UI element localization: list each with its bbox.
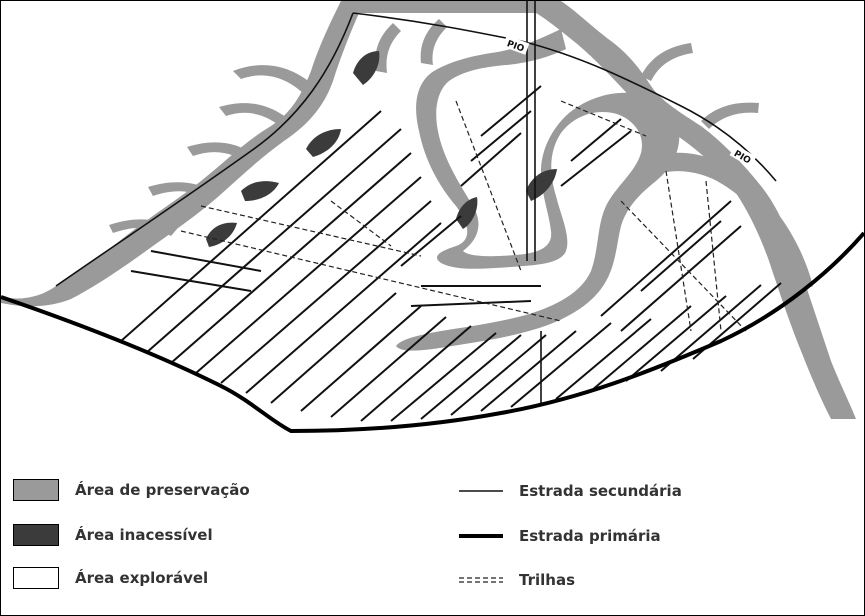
trail-symbol xyxy=(459,575,503,585)
strip-lines xyxy=(120,85,782,422)
legend-inaccessible: Área inacessível xyxy=(13,524,213,546)
explorable-swatch xyxy=(13,567,59,589)
legend-preservation: Área de preservação xyxy=(13,479,250,501)
legend-explorable-label: Área explorável xyxy=(75,569,209,587)
legend-secondary-road-label: Estrada secundária xyxy=(519,482,682,500)
legend-inaccessible-label: Área inacessível xyxy=(75,526,213,544)
inaccessible-patches xyxy=(206,51,557,247)
preservation-meander xyxy=(396,29,680,351)
legend-secondary-road: Estrada secundária xyxy=(459,482,682,500)
legend-trails: Trilhas xyxy=(459,571,575,589)
preservation-swatch xyxy=(13,479,59,501)
trail-lines xyxy=(180,100,747,332)
legend-primary-road: Estrada primária xyxy=(459,527,661,545)
legend-preservation-label: Área de preservação xyxy=(75,481,250,499)
inaccessible-swatch xyxy=(13,524,59,546)
forest-map: PIO PIO xyxy=(1,1,864,434)
legend-primary-road-label: Estrada primária xyxy=(519,527,661,545)
secondary-road-symbol xyxy=(459,486,503,496)
legend-explorable: Área explorável xyxy=(13,567,208,589)
preservation-right-branch xyxy=(641,152,813,291)
primary-road xyxy=(1,231,864,434)
primary-road-symbol xyxy=(459,531,503,541)
legend-trails-label: Trilhas xyxy=(519,571,575,589)
